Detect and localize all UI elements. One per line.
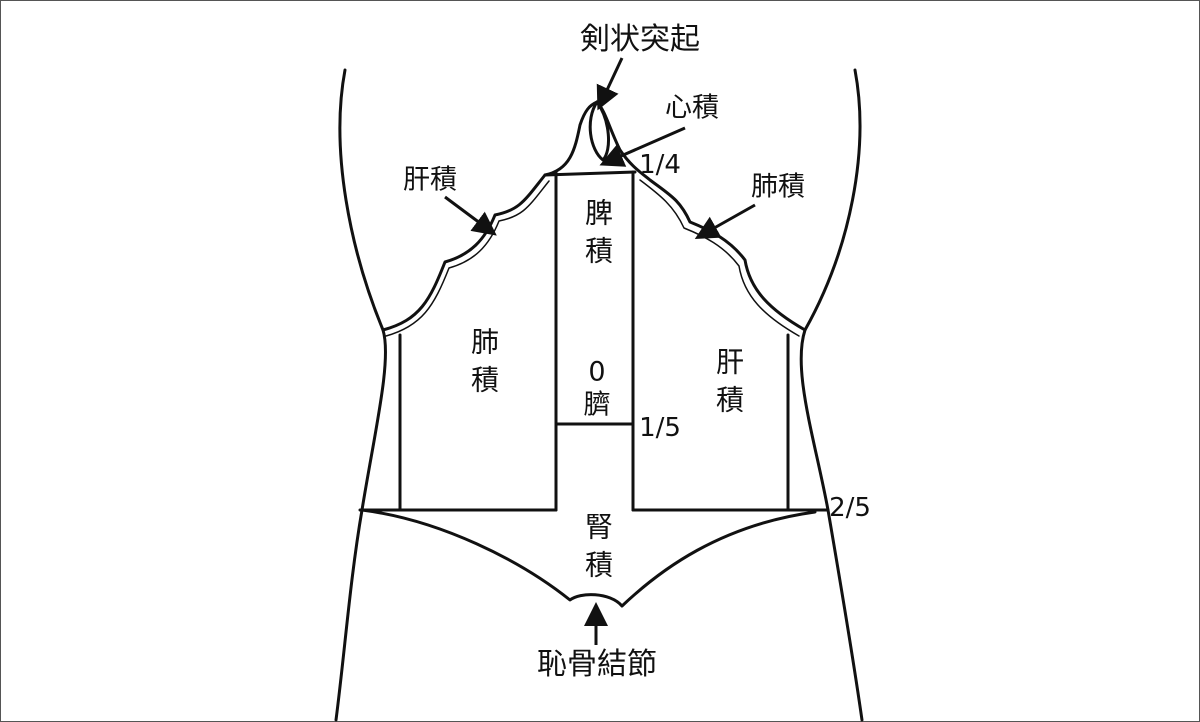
label-navel-zero: 0 xyxy=(588,356,606,388)
xiphoid-arrow xyxy=(596,57,624,111)
xiphoid-tip xyxy=(588,100,610,162)
fraction-two-fifths: 2/5 xyxy=(829,493,871,523)
subcostal-line xyxy=(543,170,637,177)
label-spleen-accumulation: 脾積 xyxy=(581,198,614,274)
right-torso-outline xyxy=(799,68,864,722)
pubic-curve xyxy=(360,508,817,608)
label-heart-accumulation: 心積 xyxy=(665,92,719,124)
liver-left-arrow xyxy=(444,195,497,236)
label-lung-accumulation-right: 肺積 xyxy=(751,171,805,203)
left-rib-arch xyxy=(381,100,599,332)
label-lung-accumulation-box: 肺積 xyxy=(467,327,500,403)
label-navel: 臍 xyxy=(583,389,611,421)
label-liver-accumulation-left: 肝積 xyxy=(403,164,457,196)
heart-arrow xyxy=(599,126,686,167)
label-xiphoid-process: 剣状突起 xyxy=(580,22,700,57)
right-rib-arch xyxy=(595,100,807,332)
fraction-fifth: 1/5 xyxy=(639,413,681,443)
fraction-quarter: 1/4 xyxy=(639,150,681,180)
left-rib-arch-inner xyxy=(385,180,550,337)
central-column xyxy=(554,170,635,512)
label-kidney-accumulation: 腎積 xyxy=(581,512,614,588)
label-pubic-tubercle: 恥骨結節 xyxy=(537,647,657,682)
lung-right-arrow xyxy=(694,203,756,239)
left-torso-outline xyxy=(334,68,387,722)
label-liver-accumulation-box: 肝積 xyxy=(712,347,745,423)
right-rib-arch-inner xyxy=(639,179,800,337)
